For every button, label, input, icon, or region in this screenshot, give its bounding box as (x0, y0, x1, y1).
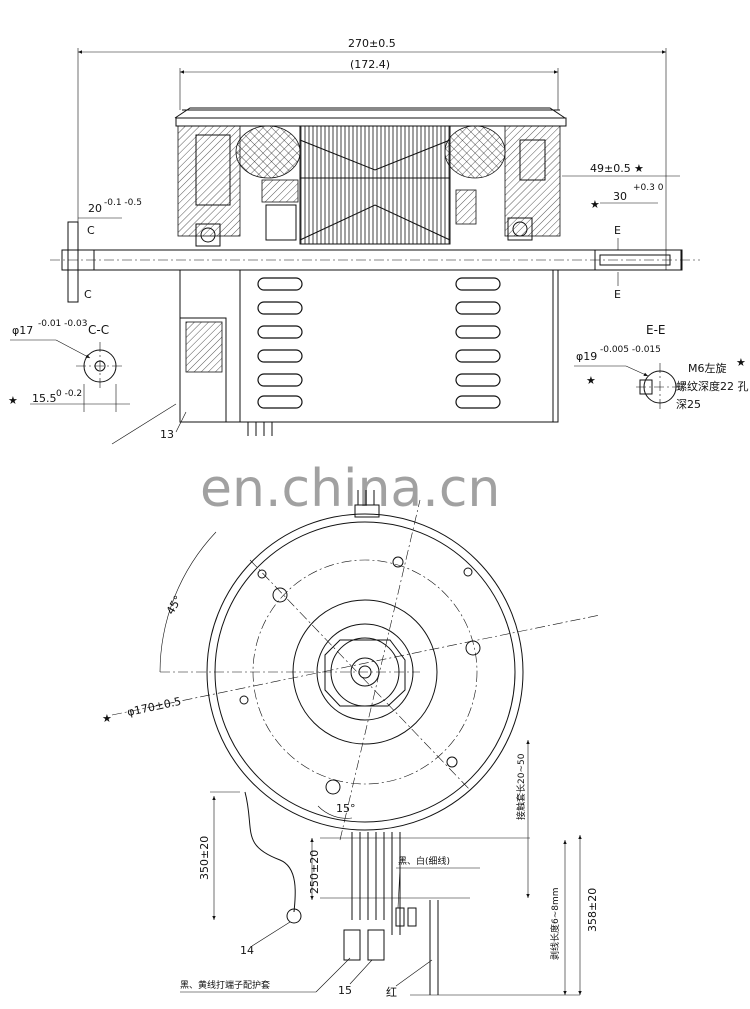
dim-body-length: (172.4) (350, 58, 390, 71)
dim-dia-outer: φ170±0.5 (126, 695, 182, 719)
angle-15: 15° (336, 802, 356, 815)
section-c-bottom: C (84, 288, 92, 301)
dim-dia-cc-tol: -0.01 -0.03 (38, 319, 87, 329)
star-shaft-key: ★ (590, 198, 600, 211)
dim-shaft-right: 49±0.5 (590, 162, 631, 175)
star-thread: ★ (736, 356, 746, 369)
dim-15-5-tol: 0 -0.2 (56, 389, 82, 399)
dim-overall-length: 270±0.5 (348, 37, 396, 50)
wire-note: 黑、白(细线) (398, 855, 450, 867)
lead-350: 350±20 (198, 836, 211, 880)
watermark: en.china.cn (200, 459, 500, 519)
lead-sleeve: 接触套长20~50 (515, 753, 527, 820)
part-13-label: 13 (160, 428, 174, 441)
dim-shaft-key: 30 (613, 190, 627, 203)
side-view: 270±0.5 (172.4) (8, 37, 749, 445)
section-e-bottom: E (614, 288, 621, 301)
dim-15-5: 15.5 (32, 392, 57, 405)
dim-shaft-key-tol: +0.3 0 (633, 183, 664, 193)
terminal-note: 黑、黄线打端子配护套 (180, 979, 270, 991)
dim-dia-cc: φ17 (12, 324, 33, 337)
dim-shaft-left-tol: -0.1 -0.5 (104, 198, 142, 208)
angle-45: 45° (164, 593, 185, 616)
part-14-label: 14 (240, 944, 254, 957)
dim-dia-ee: φ19 (576, 350, 597, 363)
lead-358: 358±20 (586, 888, 599, 932)
vent-slots-left (257, 277, 303, 409)
star-dia-outer: ★ (102, 712, 112, 725)
thread-note-3: 深25 (676, 398, 701, 411)
section-c-top: C (87, 224, 95, 237)
vent-slots-right (455, 277, 501, 409)
section-cc-title: C-C (88, 323, 109, 337)
dim-shaft-left: 20 (88, 202, 102, 215)
dim-dia-ee-tol: -0.005 -0.015 (600, 345, 661, 355)
lead-wires: 350±20 250±20 接触套长20~50 剥线长度6~8mm 358±20… (180, 740, 599, 999)
thread-note-2: 螺纹深度22 孔 (676, 379, 749, 393)
strip-length: 剥线长度6~8mm (549, 887, 561, 960)
red-wire-label: 红 (386, 986, 397, 999)
thread-note-1: M6左旋 (688, 361, 727, 375)
section-e-top: E (614, 224, 621, 237)
front-view: 45° φ170±0.5 ★ 15° (102, 490, 601, 841)
lead-250: 250±20 (308, 850, 321, 894)
section-ee-title: E-E (646, 323, 666, 337)
star-dim-15-5: ★ (8, 394, 18, 407)
star-dia-ee: ★ (586, 374, 596, 387)
star-shaft-right: ★ (634, 162, 644, 175)
part-15-label: 15 (338, 984, 352, 997)
